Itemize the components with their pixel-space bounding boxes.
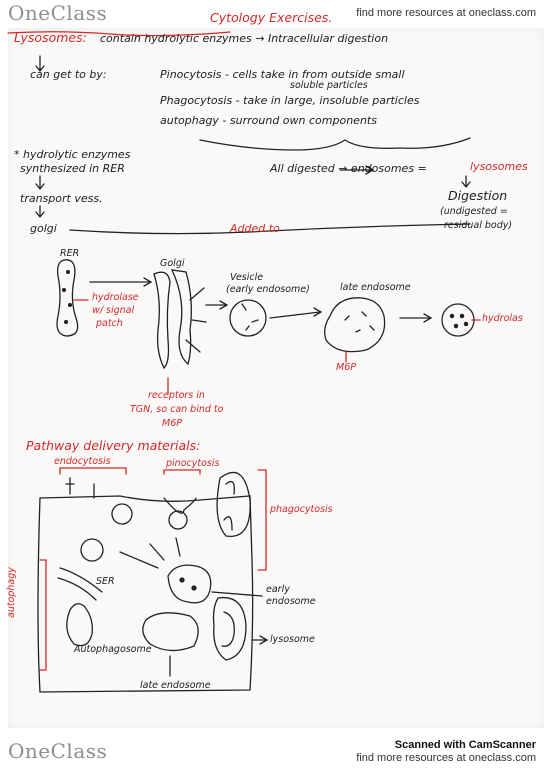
can-get-to-by: can get to by: — [30, 68, 107, 81]
autophagosome-label: Autophagosome — [74, 644, 152, 655]
receptors-line-1: receptors in — [148, 390, 205, 401]
early-endosome-shape — [167, 564, 212, 604]
early-endosome-pointer — [211, 591, 263, 597]
phagocytosis-label: phagocytosis — [270, 504, 333, 515]
autophagy-bracket — [39, 559, 47, 671]
hydrolase-line-2: w/ signal — [92, 305, 135, 316]
receptors-line-3: M6P — [162, 418, 182, 429]
undigested-line-1: (undigested = — [440, 206, 508, 217]
notebook-page — [8, 28, 544, 728]
ser-shape — [57, 567, 103, 601]
late-endosome-cell-label: late endosome — [140, 680, 211, 691]
pinocytosis-label: pinocytosis — [166, 458, 220, 469]
page-footer: OneClass Scanned with CamScanner find mo… — [0, 732, 544, 770]
endocytosis-label: endocytosis — [54, 456, 111, 467]
golgi-label: golgi — [30, 222, 57, 235]
endocytic-vesicle-1 — [111, 503, 133, 525]
hydrolytic-line-2: synthesized in RER — [20, 162, 125, 175]
arrow-to-endosomes — [339, 165, 375, 175]
autophagy-line: autophagy - surround own components — [160, 114, 377, 127]
endocytic-vesicle-2 — [80, 538, 104, 562]
phagocytosis-bracket — [257, 469, 267, 571]
vesicle-to-late-arrow — [269, 307, 323, 319]
undigested-line-2: residual body) — [444, 220, 513, 231]
golgi-diagram-label: Golgi — [160, 258, 185, 269]
footer-right: Scanned with CamScanner find more resour… — [356, 739, 536, 764]
rer-to-golgi-arrow — [89, 277, 153, 287]
late-to-lysosome-arrow — [399, 313, 433, 323]
late-endosome-cell — [142, 612, 199, 652]
early-endosome-vesicle — [229, 299, 267, 337]
pinocytosis-line-2: soluble particles — [290, 80, 368, 91]
arrow-down-1 — [35, 55, 45, 73]
oneclass-logo-footer: OneClass — [8, 739, 108, 763]
receptor-1 — [65, 477, 75, 495]
early-endosome-line-2: endosome — [266, 596, 316, 607]
late-endosome-label: late endosome — [340, 282, 411, 293]
rer-label: RER — [60, 248, 80, 259]
hydrolase-line-3: patch — [96, 318, 123, 329]
rer-shape — [56, 259, 79, 337]
late-endosome-shape — [324, 297, 386, 353]
title-underline — [7, 31, 231, 37]
hydrolytic-line-1: * hydrolytic enzymes — [14, 148, 131, 161]
pinocytosis-line-1: Pinocytosis - cells take in from outside… — [160, 68, 405, 81]
autophagy-label: autophagy — [6, 567, 17, 618]
golgi-stack-1 — [153, 271, 171, 370]
lysosomes-word: lysosomes — [470, 160, 528, 173]
lysosomes-definition: contain hydrolytic enzymes → Intracellul… — [100, 32, 389, 45]
arrow-to-digestion — [461, 175, 471, 189]
m6p-label: M6P — [336, 362, 356, 373]
golgi-connector — [69, 223, 471, 235]
page-header: OneClass find more resources at oneclass… — [0, 0, 544, 26]
autophagosome-shape — [66, 603, 93, 647]
vesicle-label-2: (early endosome) — [226, 284, 310, 295]
golgi-stack-2 — [170, 269, 192, 366]
lysosome-label: lysosome — [270, 634, 315, 645]
all-digested: All digested → endosomes = — [270, 162, 427, 175]
camscanner-watermark: Scanned with CamScanner — [394, 738, 536, 751]
golgi-to-vesicle-arrow — [205, 300, 229, 310]
added-to: Added to — [230, 222, 280, 235]
arrow-down-2 — [35, 175, 45, 191]
footer-site-link[interactable]: find more resources at oneclass.com — [356, 751, 536, 764]
pino-vesicle — [163, 497, 197, 514]
endocytosis-bracket — [59, 467, 127, 475]
hydrolase-line-1: hydrolase — [92, 292, 139, 303]
vesicle-label-1: Vesicle — [230, 272, 264, 283]
arrow-down-3 — [35, 205, 45, 219]
page-title: Cytology Exercises. — [210, 10, 333, 25]
lysosome-pointer — [251, 635, 269, 645]
ser-label: SER — [96, 576, 115, 587]
lysosome-cell — [212, 596, 247, 661]
transport-vess: transport vess. — [20, 192, 103, 205]
receptors-line-2: TGN, so can bind to — [130, 404, 224, 415]
lysosomes-heading: Lysosomes: — [14, 30, 87, 45]
pathway-title: Pathway delivery materials: — [26, 438, 201, 453]
cell-outline — [37, 495, 254, 693]
early-endosome-line-1: early — [266, 584, 290, 595]
phagocytosis-line: Phagocytosis - take in large, insoluble … — [160, 94, 420, 107]
phago-cell — [216, 471, 251, 537]
brace-1 — [199, 137, 471, 151]
oneclass-logo: OneClass — [8, 1, 108, 25]
hydrolase-right-label: hydrolas — [482, 313, 523, 324]
pinocytosis-bracket — [163, 469, 201, 475]
golgi-stack-3 — [185, 287, 207, 353]
lysosome-circle — [441, 303, 475, 337]
header-site-link[interactable]: find more resources at oneclass.com — [356, 7, 536, 19]
digestion-label: Digestion — [448, 188, 508, 203]
